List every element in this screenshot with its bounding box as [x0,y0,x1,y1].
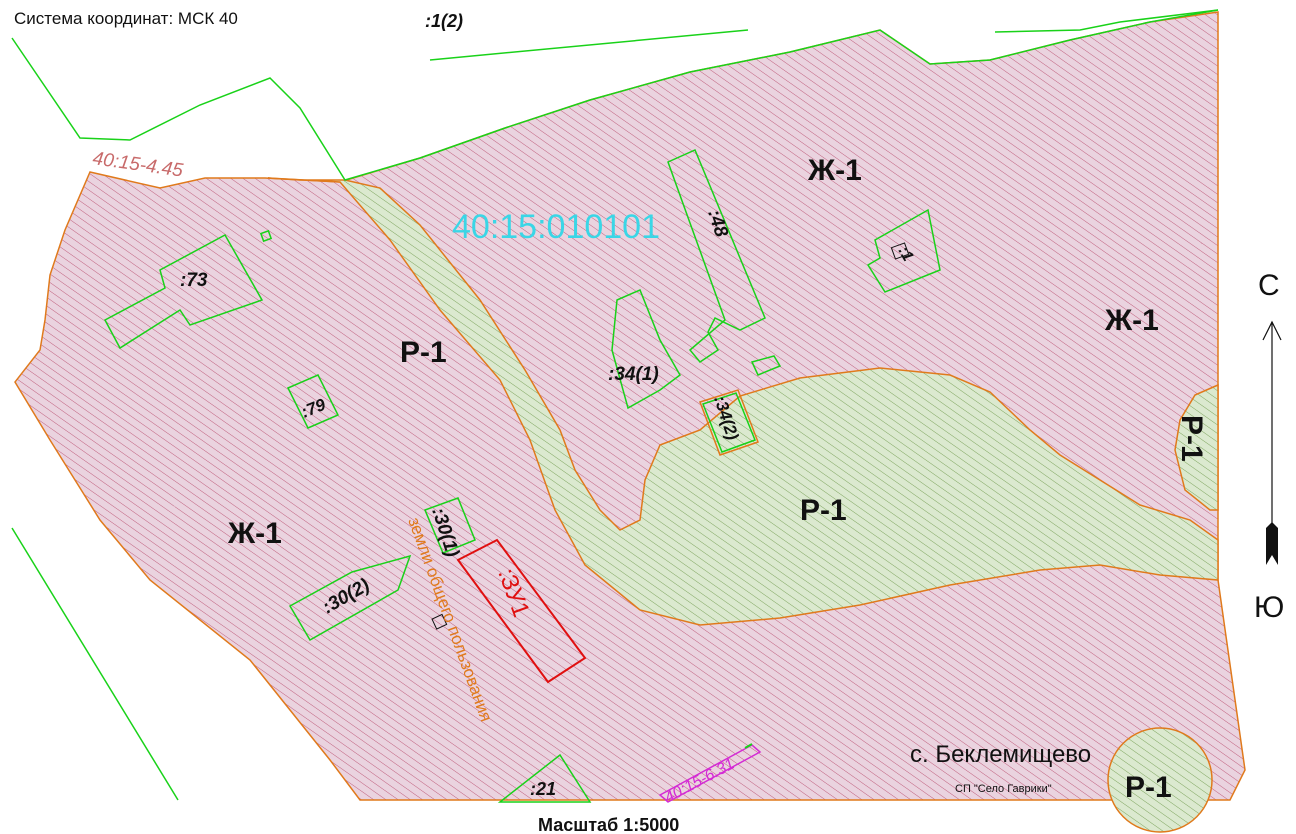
parcel-48-inner [750,355,782,376]
settlement-name: с. Беклемищево [910,741,1091,768]
zone-label-residential: Ж-1 [227,517,282,550]
zone-label-recreational: Р-1 [400,336,447,369]
scale-label: Масштаб 1:5000 [538,815,679,834]
zone-label-residential: Ж-1 [807,154,862,187]
parcel-label: :73 [180,270,208,291]
parcel-magenta-outline [658,744,762,803]
parcel-30-2-outline [288,554,412,642]
zone-label-recreational: Р-1 [1125,771,1172,804]
compass-north-label: С [1258,269,1280,302]
zone-label-recreational: Р-1 [800,494,847,527]
parcel-label: :34(1) [608,364,659,385]
zone-residential-area [14,11,1246,801]
parcel-magenta-tick [744,743,753,749]
zone-label-residential: Ж-1 [1104,304,1159,337]
coordinate-system-label: Система координат: МСК 40 [14,9,238,28]
building-marker [431,613,448,630]
parcel-34-2-inner [702,392,756,453]
parcel-small-square [259,229,273,243]
zone-recreational-patch-east [1174,383,1219,511]
compass-arrow-tail-icon [1266,522,1278,565]
parcel-34-1-outline [611,289,681,410]
parcel-34-2-outline [699,389,759,456]
cadastral-quarter-label: 40:15:010101 [452,208,660,246]
parcel-boundary-line [11,9,1219,181]
parcel-label: :21 [530,779,556,799]
parcel-boundary-line [429,29,749,61]
compass-arrow-head-icon [1262,320,1282,341]
zone-recreational-circle [1107,727,1213,833]
parcel-boundary-line [994,9,1219,33]
parcel-30-1-outline [424,497,476,554]
parcel-1-marker [890,242,910,260]
zone-label-recreational-vertical: Р-1 [1175,415,1208,462]
compass-rose: С Ю [1254,269,1284,624]
parcel-label: :1(2) [425,11,463,31]
compass-south-label: Ю [1254,591,1284,624]
municipality-name: СП "Село Гаврики" [955,783,1052,795]
parcel-79-outline [286,374,340,429]
new-parcel-zu1-outline [456,538,587,684]
parcel-73-outline [103,233,264,350]
parcel-boundary-line [11,527,179,801]
parcel-1-outline [866,208,941,293]
parcel-48-outline [667,149,766,363]
parcel-21-outline [497,753,592,803]
